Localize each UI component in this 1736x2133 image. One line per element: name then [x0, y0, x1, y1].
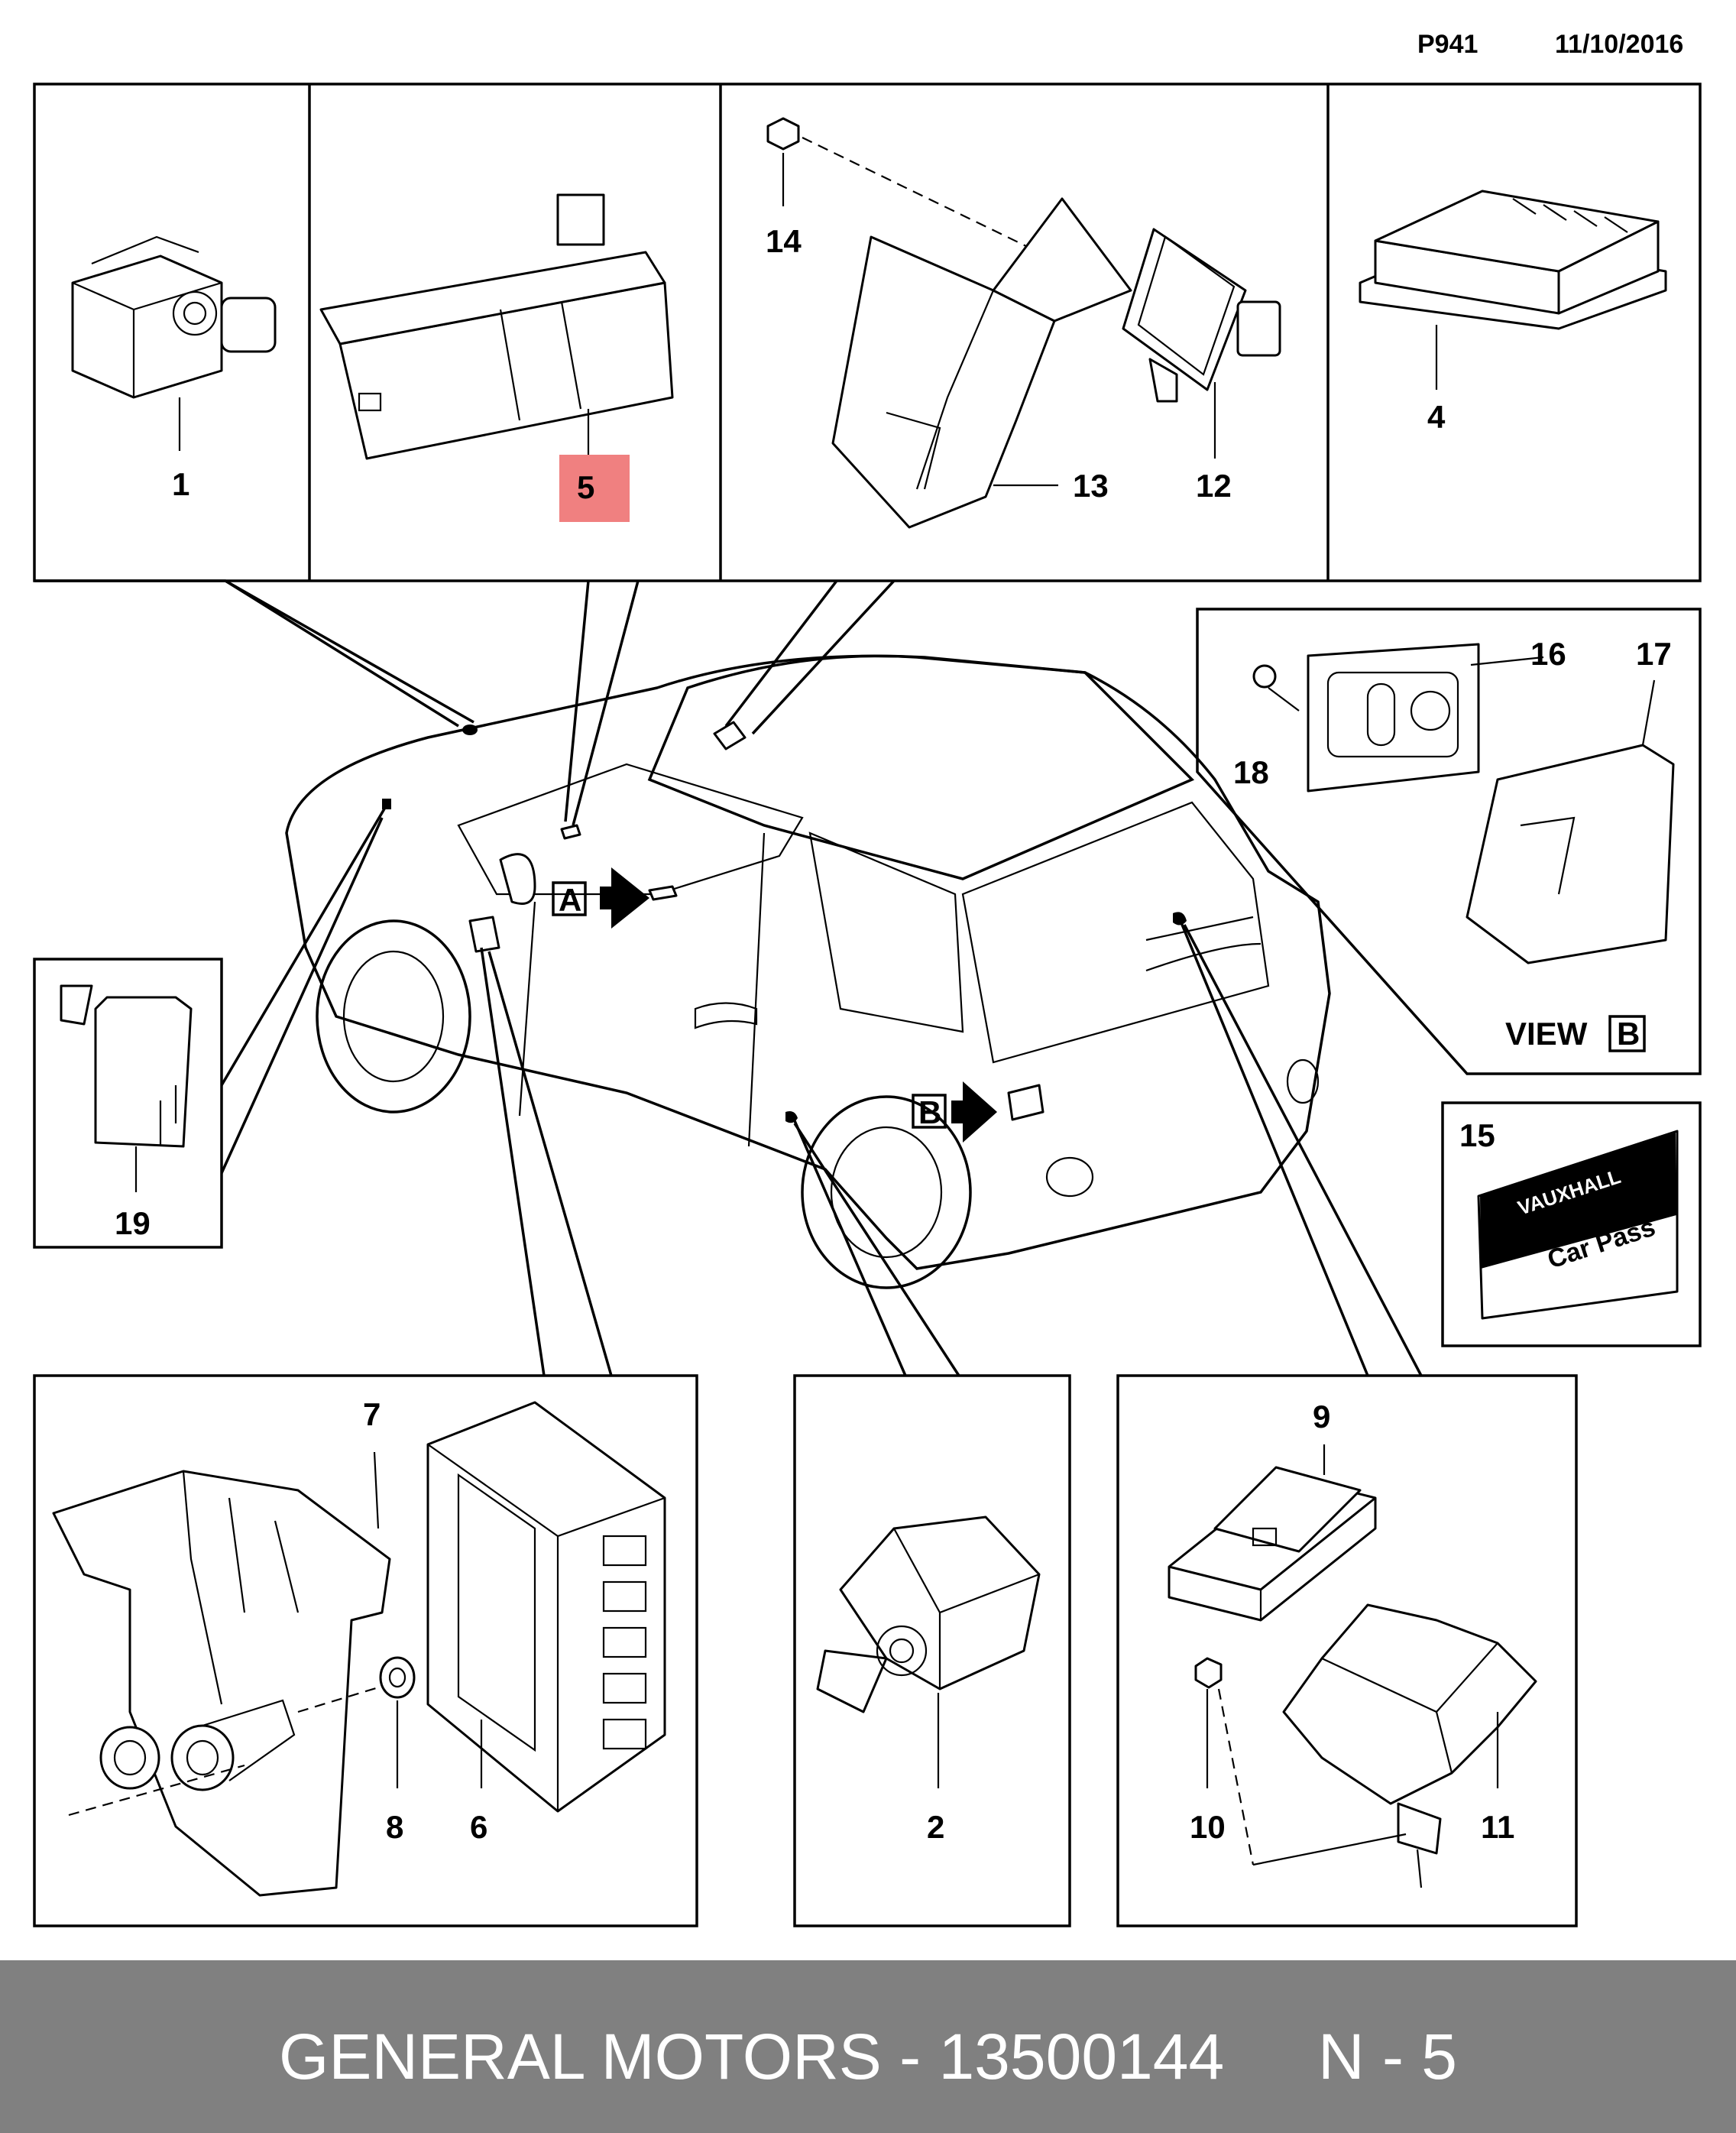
- car-illustration: [285, 654, 1331, 1289]
- callout-1: 1: [172, 466, 189, 502]
- callout-15: 19: [115, 1205, 151, 1241]
- part-15-frame: [33, 958, 223, 1249]
- callout-4: 4: [1427, 399, 1446, 435]
- part-6-bcm: [426, 1401, 666, 1813]
- arrow-a: [552, 867, 649, 929]
- callout-5-highlight: [559, 455, 630, 522]
- part-2-switch: [816, 1515, 1041, 1788]
- callout-14: 14: [766, 223, 802, 259]
- part-1-switch: [71, 235, 277, 451]
- callout-19: 15: [1459, 1117, 1495, 1153]
- bottom-frames: [33, 1374, 1578, 1927]
- callout-12: 12: [1196, 468, 1232, 504]
- callout-6: 6: [470, 1809, 487, 1845]
- callout-8: 8: [386, 1809, 403, 1845]
- view-b-frame: [1196, 608, 1702, 1075]
- arrow-a-label: A: [559, 882, 581, 918]
- view-label: VIEW: [1505, 1016, 1588, 1052]
- arrow-b-label: B: [918, 1094, 941, 1130]
- view-letter-box: [1608, 1015, 1646, 1052]
- header-date: 11/10/2016: [1555, 30, 1683, 59]
- part-14-nut: [766, 117, 1055, 261]
- part-9-module: [1168, 1444, 1377, 1622]
- part-10-bracket: [1282, 1603, 1537, 1888]
- page-code: P941: [1417, 30, 1478, 59]
- callout-10: 11: [1481, 1809, 1514, 1845]
- banner-background: [0, 1960, 1736, 2133]
- part-13-bracket: [831, 197, 1132, 529]
- view-letter: B: [1617, 1016, 1640, 1052]
- part-5-module: [319, 193, 674, 460]
- top-frames: [33, 83, 1702, 582]
- callout-7: 7: [363, 1396, 381, 1432]
- callout-2: 2: [927, 1809, 944, 1845]
- callout-5: 5: [577, 469, 594, 505]
- part-17-bracket: [1466, 679, 1675, 964]
- leader-lines: [34, 579, 1423, 1376]
- callout-17: 17: [1636, 636, 1672, 672]
- part-4-module: [1359, 190, 1667, 390]
- part-16-display: [1307, 643, 1544, 793]
- callout-9: 9: [1313, 1399, 1330, 1434]
- banner-part-number: GENERAL MOTORS - 13500144: [279, 2021, 1224, 2092]
- callout-18: 18: [1233, 754, 1269, 790]
- callout-11: 10: [1190, 1809, 1226, 1845]
- car-part-markers: [382, 721, 1187, 1123]
- banner-code: N - 5: [1318, 2021, 1457, 2092]
- part-18-screw: [1252, 664, 1300, 712]
- part-7-bracket: [52, 1451, 391, 1897]
- car-pass-frame: [1441, 1101, 1702, 1347]
- callout-13: 13: [1073, 468, 1109, 504]
- callout-16: 16: [1530, 636, 1566, 672]
- part-11-nut: [1194, 1657, 1407, 1866]
- arrow-b: [912, 1081, 997, 1143]
- part-8-nut: [379, 1656, 416, 1788]
- part-12-module: [1122, 228, 1281, 459]
